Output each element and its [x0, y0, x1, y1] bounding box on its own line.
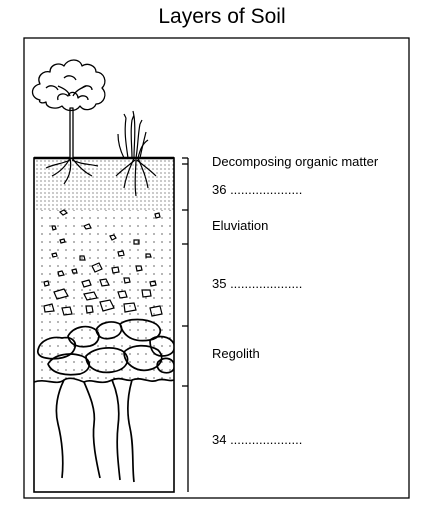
- outer-frame: [23, 37, 410, 499]
- soil-column: [34, 158, 174, 483]
- label-regolith: Regolith: [212, 346, 260, 361]
- layer-bracket: [182, 157, 189, 492]
- tree-icon: [31, 59, 106, 159]
- roots: [45, 158, 157, 197]
- label-q34: 34 ....................: [212, 432, 302, 447]
- label-q35: 35 ....................: [212, 276, 302, 291]
- small-stones: [43, 209, 163, 317]
- label-organic: Decomposing organic matter: [212, 154, 379, 169]
- humus-layer: [34, 158, 174, 210]
- diagram-title: Layers of Soil: [158, 5, 286, 28]
- grass-icon: [117, 110, 149, 159]
- label-eluviation: Eluviation: [212, 218, 268, 233]
- regolith-rocks: [36, 318, 174, 376]
- label-q36: 36 ....................: [212, 182, 302, 197]
- bedrock: [34, 377, 174, 483]
